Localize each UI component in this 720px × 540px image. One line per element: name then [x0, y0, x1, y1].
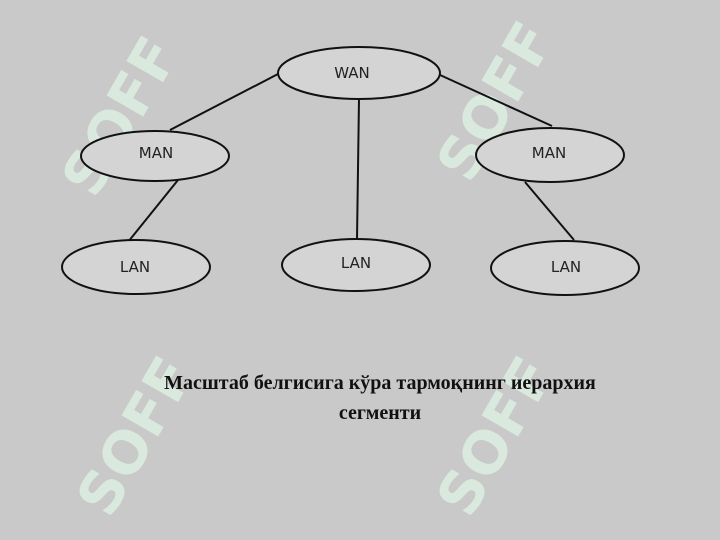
node-lan-left: LAN — [61, 239, 211, 295]
slide-caption: Масштаб белгисига кўра тармоқнинг иерарх… — [80, 368, 680, 428]
node-wan: WAN — [277, 46, 441, 100]
node-label: WAN — [334, 64, 370, 82]
node-label: MAN — [532, 144, 566, 162]
node-label: LAN — [341, 254, 371, 272]
node-man-left: MAN — [80, 130, 230, 182]
node-label: LAN — [120, 258, 150, 276]
edge-wan-man-right — [439, 74, 553, 127]
edge-wan-lan-center — [356, 98, 360, 240]
node-label: MAN — [139, 144, 173, 162]
edge-wan-man-left — [169, 73, 279, 131]
caption-line-1: Масштаб белгисига кўра тармоқнинг иерарх… — [164, 372, 596, 394]
network-hierarchy-diagram: WAN MAN MAN LAN LAN LAN — [61, 46, 640, 296]
edge-man-left-lan-left — [127, 179, 179, 243]
node-lan-right: LAN — [490, 240, 640, 296]
node-label: LAN — [551, 258, 581, 276]
node-man-right: MAN — [475, 127, 625, 183]
node-lan-center: LAN — [281, 238, 431, 292]
edge-man-right-lan-right — [524, 181, 575, 241]
caption-line-2: сегменти — [338, 402, 422, 424]
